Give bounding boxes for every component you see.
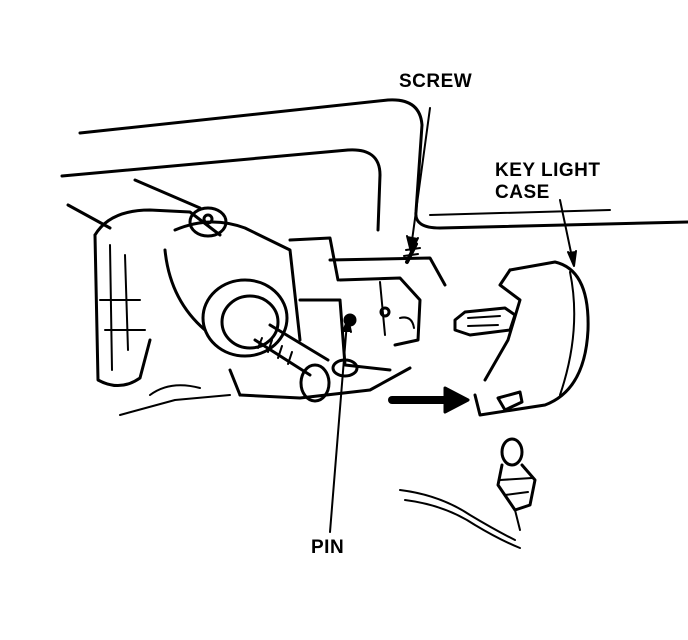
key-light-label-line1: KEY LIGHT <box>495 160 601 181</box>
pin-label: PIN <box>311 537 345 558</box>
ignition-key <box>453 306 517 337</box>
dash-frame <box>60 98 688 232</box>
ignition-switch <box>338 276 422 347</box>
leader-lines <box>329 107 577 533</box>
screw-label: SCREW <box>399 71 473 92</box>
key-light-case-label: KEY LIGHT CASE <box>495 160 601 204</box>
arrow-right-icon <box>388 386 470 414</box>
column-bracket <box>66 178 231 416</box>
key-light-case <box>473 260 590 417</box>
key-light-label-line2: CASE <box>495 182 550 203</box>
bulb-socket <box>496 437 537 512</box>
wire-harness <box>399 489 521 549</box>
steering-shaft <box>253 323 359 403</box>
